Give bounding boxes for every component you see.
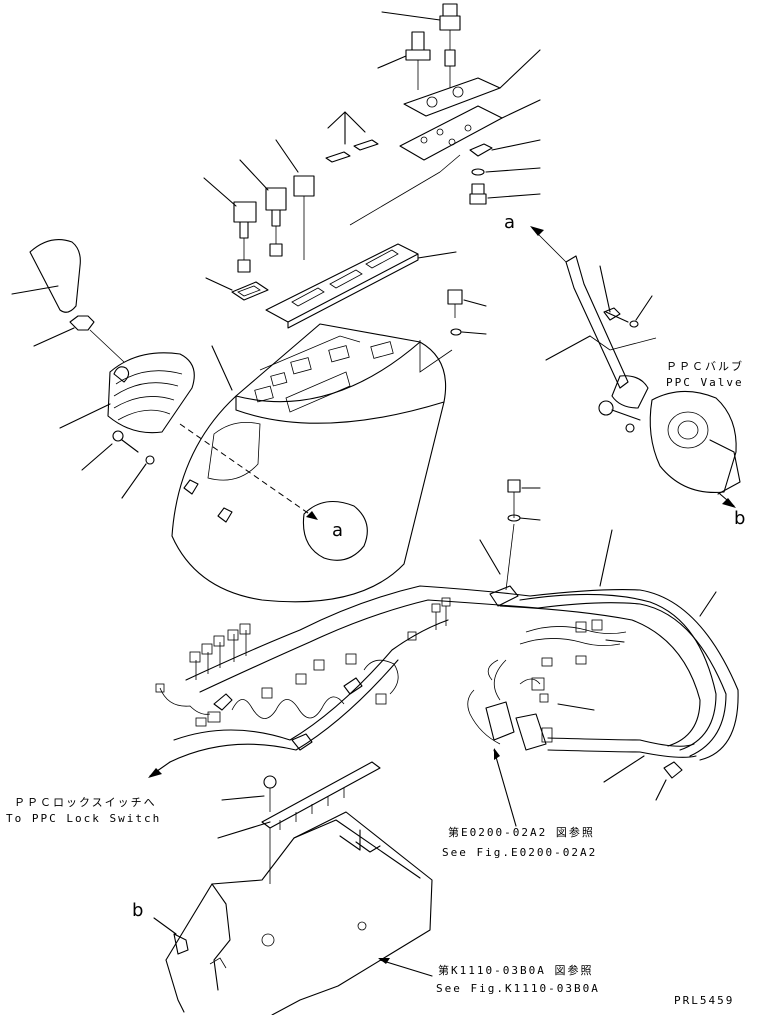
nut [33, 315, 95, 347]
ppc-valve-label-jp: ＰＰＣバルブ [666, 359, 744, 373]
switch-panel [265, 243, 457, 329]
marker-a-top: a [504, 212, 515, 233]
marker-b-bracket: b [132, 900, 143, 921]
lever-boot [59, 329, 195, 434]
washer-top [471, 167, 541, 176]
push-switch-2 [377, 31, 431, 90]
marker-a-console: a [332, 520, 343, 541]
lock-switch-label-en: To PPC Lock Switch [6, 812, 161, 825]
ref2-label-en: See Fig.K1110-03B0A [436, 982, 600, 995]
lever-knob [11, 239, 81, 313]
rocker-switches [203, 111, 379, 273]
ppc-valve [530, 226, 741, 508]
ref2-label-jp: 第K1110-03B0A 図参照 [438, 963, 593, 977]
harness-right-branch [467, 619, 697, 827]
switch-plate-upper [403, 49, 541, 117]
cover-bracket [153, 811, 433, 1015]
console-box [171, 323, 447, 603]
ppc-valve-label-en: PPC Valve [666, 376, 744, 389]
lock-switch-label-jp: ＰＰＣロックスイッチへ [14, 796, 157, 809]
ref1-label-jp: 第E0200-02A2 図参照 [448, 825, 595, 839]
drawing-number: PRL5459 [674, 994, 734, 1007]
wiring-harness [148, 529, 739, 778]
push-switch-top [381, 3, 461, 88]
grommet [205, 277, 269, 301]
switch-plate-lower [349, 99, 541, 226]
bolt-top [469, 183, 541, 205]
bolt-console [419, 289, 487, 373]
ref1-label-en: See Fig.E0200-02A2 [442, 846, 597, 859]
terminal-bracket [217, 761, 381, 839]
clip [469, 139, 541, 157]
marker-b-valve: b [734, 508, 745, 529]
harness-bolt [505, 479, 541, 591]
screw-boot [81, 430, 155, 499]
